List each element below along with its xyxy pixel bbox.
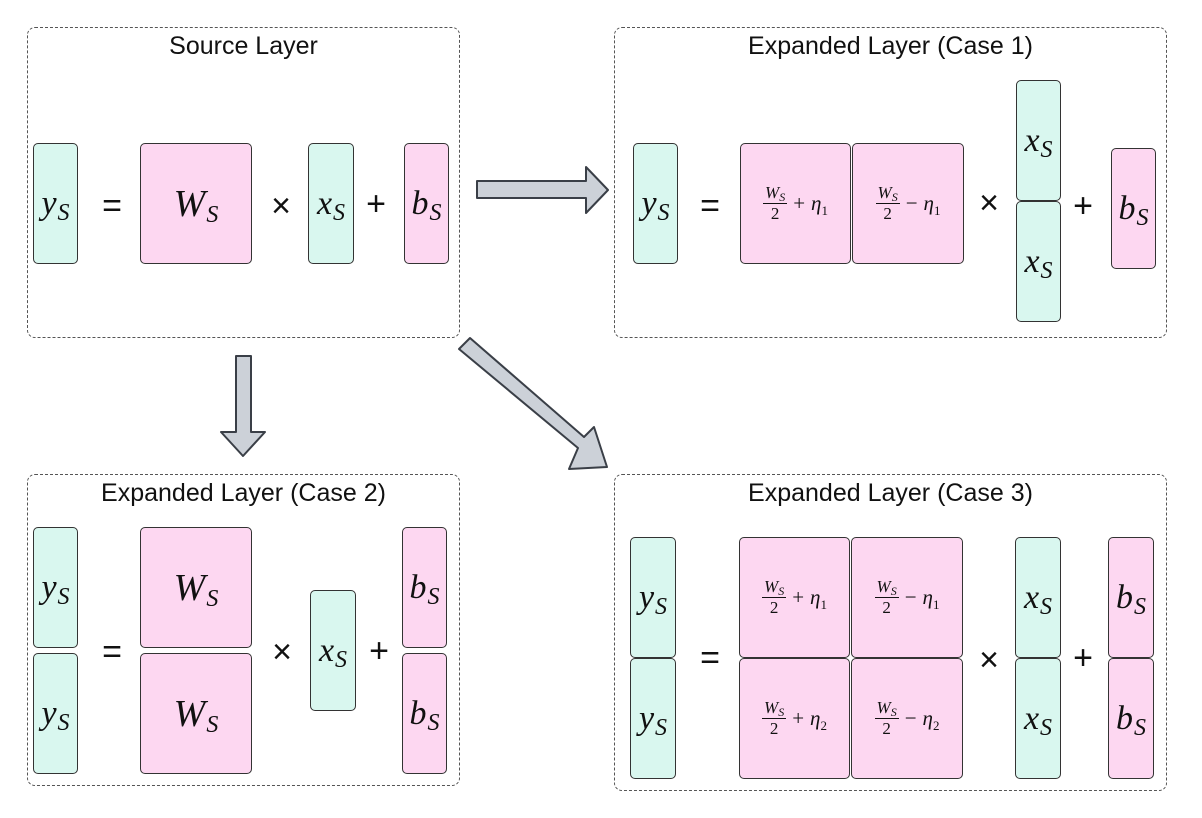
arrow-to-case2	[220, 355, 266, 457]
xs-vector: xS	[308, 143, 354, 264]
case2-panel: Expanded Layer (Case 2)	[27, 474, 460, 786]
times-sign: ×	[272, 633, 292, 671]
case1-panel: Expanded Layer (Case 1)	[614, 27, 1167, 338]
equals-sign: =	[700, 639, 720, 677]
bs-vector: bS	[1111, 148, 1156, 269]
ws-matrix-bottom: WS	[140, 653, 252, 774]
plus-sign: +	[1073, 639, 1093, 677]
panel-title: Source Layer	[169, 32, 318, 60]
plus-sign: +	[1073, 187, 1093, 225]
ys-vector: yS	[33, 143, 78, 264]
panel-title: Expanded Layer (Case 2)	[101, 479, 386, 507]
arrow-to-case1	[476, 166, 609, 214]
xs-vector: xS	[310, 590, 356, 711]
times-sign: ×	[271, 187, 291, 225]
ys-vector: yS	[633, 143, 678, 264]
equals-sign: =	[700, 187, 720, 225]
ws-matrix-top: WS	[140, 527, 252, 648]
times-sign: ×	[979, 641, 999, 679]
bs-vector-top: bS	[402, 527, 447, 648]
xs-vector-bottom: xS	[1015, 658, 1061, 779]
ys-vector-top: yS	[630, 537, 676, 658]
xs-vector-bottom: xS	[1016, 201, 1061, 322]
bs-vector-top: bS	[1108, 537, 1154, 658]
times-sign: ×	[979, 184, 999, 222]
xs-vector-top: xS	[1015, 537, 1061, 658]
panel-title: Expanded Layer (Case 3)	[748, 479, 1033, 507]
xs-vector-top: xS	[1016, 80, 1061, 201]
plus-sign: +	[366, 185, 386, 223]
bs-vector: bS	[404, 143, 449, 264]
ys-vector-bottom: yS	[630, 658, 676, 779]
arrow-to-case3	[458, 337, 608, 470]
panel-title: Expanded Layer (Case 1)	[748, 32, 1033, 60]
ys-vector-bottom: yS	[33, 653, 78, 774]
bs-vector-bottom: bS	[1108, 658, 1154, 779]
plus-sign: +	[369, 632, 389, 670]
ws-matrix: WS	[140, 143, 252, 264]
equals-sign: =	[102, 187, 122, 225]
bs-vector-bottom: bS	[402, 653, 447, 774]
case3-panel: Expanded Layer (Case 3)	[614, 474, 1167, 791]
ys-vector-top: yS	[33, 527, 78, 648]
source-layer-panel: Source Layer	[27, 27, 460, 338]
equals-sign: =	[102, 633, 122, 671]
